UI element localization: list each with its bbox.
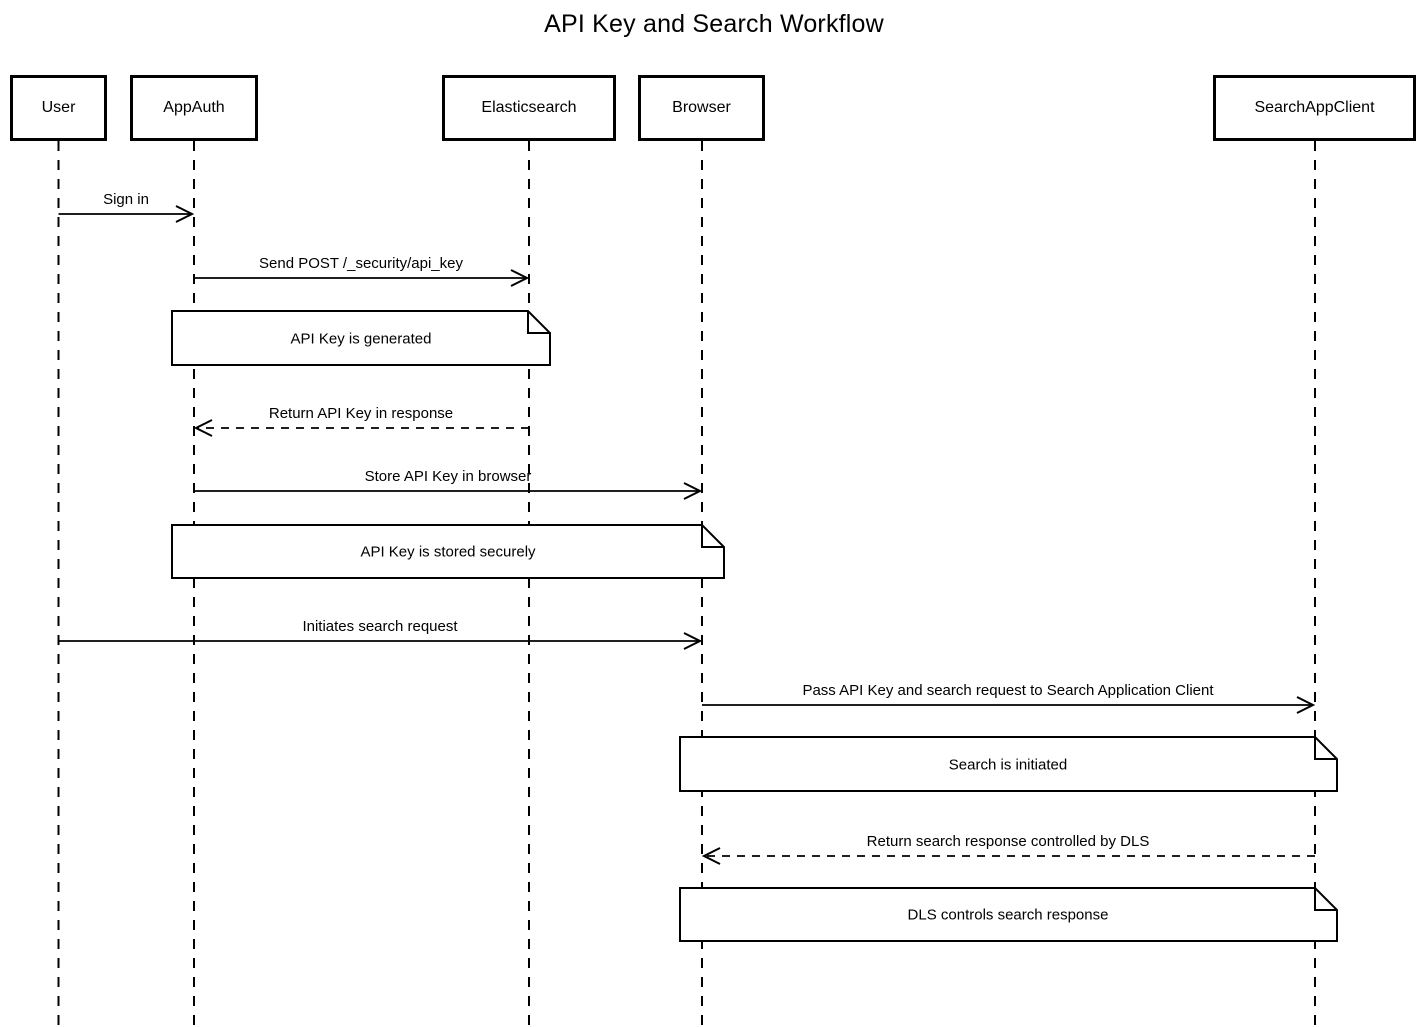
- actor-box-searchappclient: SearchAppClient: [1213, 75, 1416, 141]
- actor-box-browser: Browser: [638, 75, 765, 141]
- actor-label: AppAuth: [163, 99, 225, 116]
- note-api-key-stored: [171, 524, 725, 579]
- message-label-send-post: Send POST /_security/api_key: [259, 255, 463, 272]
- message-label-sign-in: Sign in: [103, 191, 149, 208]
- message-label-return-search-response: Return search response controlled by DLS: [866, 833, 1150, 850]
- note-label-api-key-generated: API Key is generated: [290, 330, 432, 348]
- message-label-pass-api-key: Pass API Key and search request to Searc…: [802, 682, 1214, 699]
- actor-label: Elasticsearch: [481, 99, 577, 116]
- actor-box-appauth: AppAuth: [130, 75, 258, 141]
- actor-box-user: User: [10, 75, 107, 141]
- message-label-initiates-search: Initiates search request: [302, 618, 458, 635]
- note-dls-controls: [679, 887, 1338, 942]
- actor-label: Browser: [672, 99, 731, 116]
- message-label-return-api-key: Return API Key in response: [268, 405, 454, 422]
- note-label-search-initiated: Search is initiated: [948, 756, 1068, 774]
- note-api-key-generated: [171, 310, 551, 366]
- actor-label: SearchAppClient: [1254, 99, 1375, 116]
- page-title: API Key and Search Workflow: [544, 10, 884, 38]
- note-label-dls-controls: DLS controls search response: [907, 906, 1109, 924]
- note-search-initiated: [679, 736, 1338, 792]
- actor-label: User: [41, 99, 76, 116]
- actor-box-elasticsearch: Elasticsearch: [442, 75, 616, 141]
- note-label-api-key-stored: API Key is stored securely: [360, 543, 536, 561]
- message-label-store-api-key: Store API Key in browser: [364, 468, 532, 485]
